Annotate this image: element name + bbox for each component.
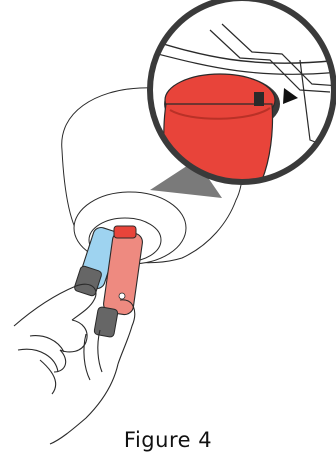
figure-caption: Figure 4 — [0, 428, 336, 452]
zoom-callout-icon — [150, 0, 336, 182]
